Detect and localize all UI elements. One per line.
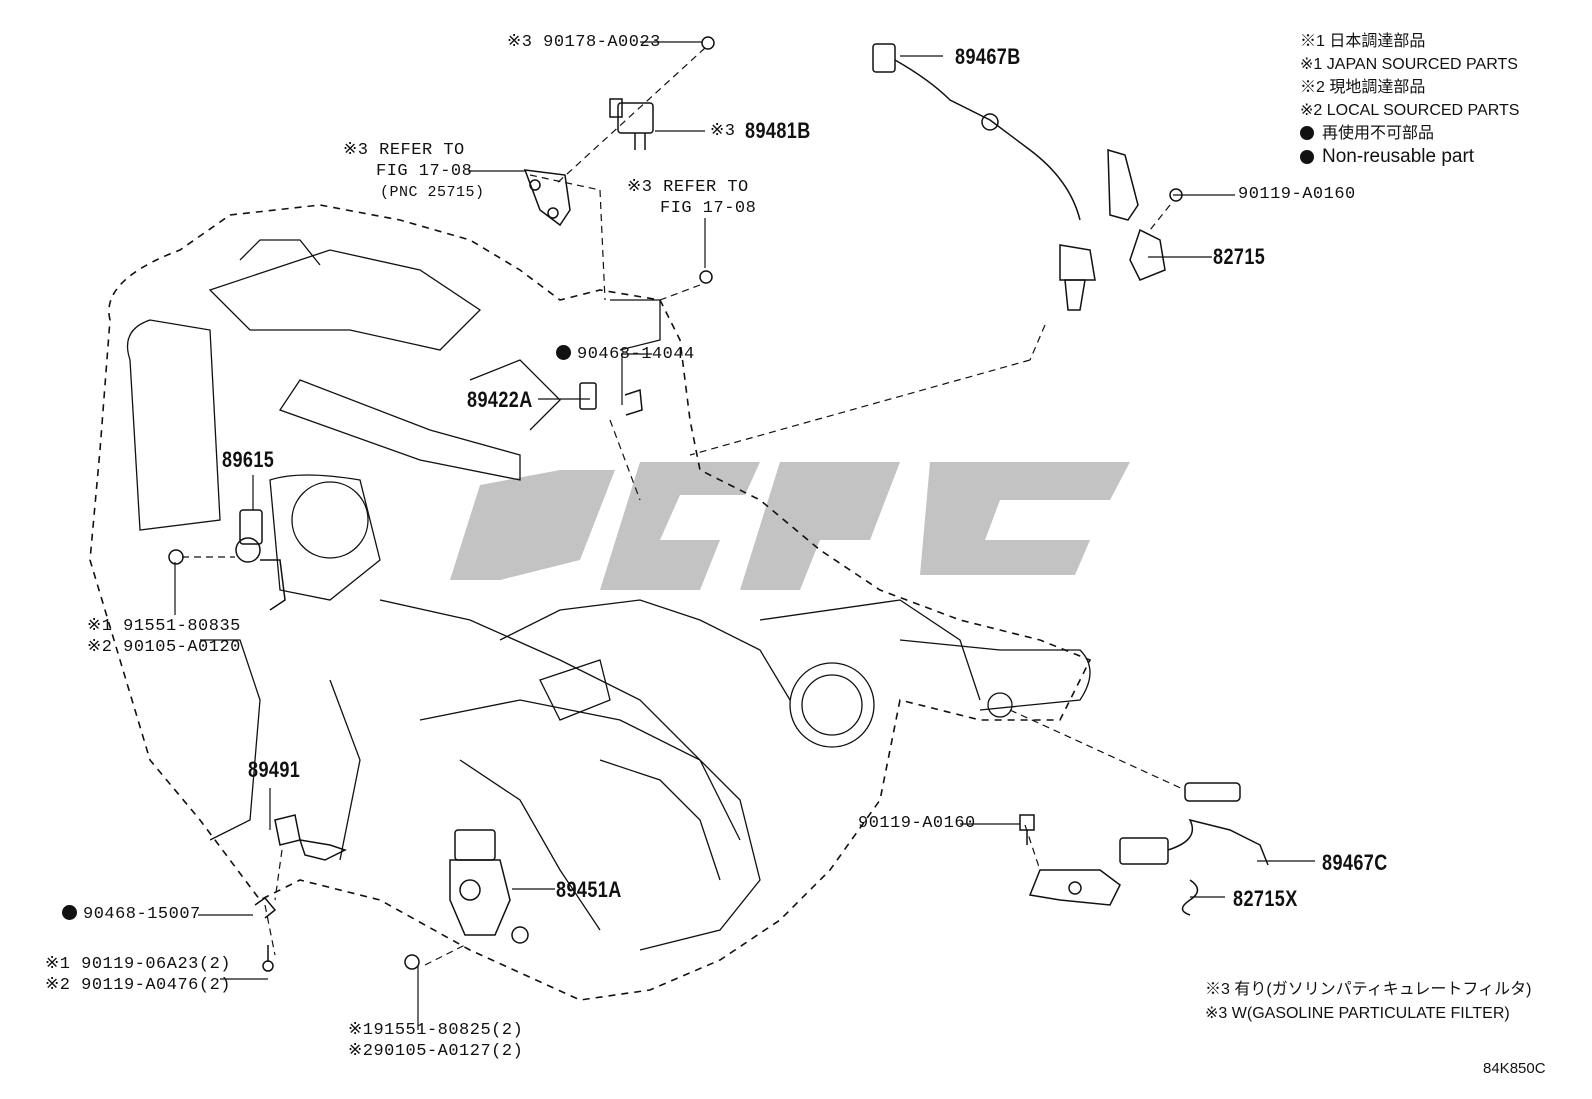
diagram-code: 84K850C	[1483, 1060, 1546, 1077]
label-89615[interactable]: 89615	[222, 447, 275, 472]
label-89491[interactable]: 89491	[248, 757, 301, 782]
part-90468-15007-clip	[254, 896, 277, 919]
label-82715x[interactable]: 82715X	[1233, 886, 1298, 911]
label-90119-a0476[interactable]: ※2 90119-A0476(2)	[45, 976, 231, 995]
label-91551-80835[interactable]: ※1 91551-80835	[87, 617, 241, 636]
part-nut-ref	[699, 270, 713, 284]
label-90105-a0120[interactable]: ※2 90105-A0120	[87, 638, 241, 657]
part-bracket-top	[523, 169, 571, 227]
part-bolt-90178	[701, 36, 715, 50]
legend-item: ※2 LOCAL SOURCED PARTS	[1300, 102, 1520, 119]
label-90105-a0127[interactable]: ※290105-A0127(2)	[348, 1042, 524, 1061]
label-89451a[interactable]: 89451A	[556, 877, 622, 902]
part-89467c-sensor	[1119, 782, 1269, 866]
non-reusable-dot-icon	[62, 905, 77, 920]
label-90119-06a23[interactable]: ※1 90119-06A23(2)	[45, 955, 231, 974]
part-89467b-sensor	[872, 43, 1096, 311]
label-89467b[interactable]: 89467B	[955, 44, 1021, 69]
non-reusable-dot-icon	[556, 345, 571, 360]
engine-block	[89, 204, 1092, 1001]
legend-item: ※2 現地調達部品	[1300, 79, 1426, 96]
label-90468-15007[interactable]: 90468-15007	[62, 905, 201, 925]
label-refer-to-1: ※3 REFER TO	[343, 141, 465, 160]
part-89481b-sensor	[609, 98, 654, 150]
part-90119-mid-bolt	[1019, 814, 1035, 845]
label-fig-17-08-2[interactable]: FIG 17-08	[660, 199, 757, 218]
label-90119-a0160-top[interactable]: 90119-A0160	[1238, 185, 1356, 204]
legend-item: 再使用不可部品	[1300, 122, 1519, 145]
watermark-logo	[450, 462, 1130, 590]
label-89481b[interactable]: 89481B	[745, 118, 811, 143]
legend-item: ※1 JAPAN SOURCED PARTS	[1300, 56, 1518, 73]
part-89615-sensor	[168, 509, 286, 611]
label-89422a[interactable]: 89422A	[467, 387, 533, 412]
label-refer-to-2: ※3 REFER TO	[627, 178, 749, 197]
label-89481b-marker: ※3	[710, 122, 736, 141]
label-pnc-25715: (PNC 25715)	[380, 184, 485, 201]
part-82715x-bracket	[1028, 869, 1199, 916]
label-89467c[interactable]: 89467C	[1322, 850, 1388, 875]
part-82715-bracket	[1107, 148, 1183, 281]
label-90119-a0160-mid[interactable]: 90119-A0160	[858, 814, 976, 833]
engine-details	[126, 239, 1091, 951]
footnote: ※3 有り(ガソリンパティキュレートフィルタ) ※3 W(GASOLINE PA…	[1205, 978, 1531, 1026]
part-89451a-switch	[404, 829, 529, 970]
non-reusable-dot-icon	[1300, 126, 1314, 140]
label-90178-a0023[interactable]: ※3 90178-A0023	[507, 33, 661, 52]
part-89491-sensor	[262, 814, 347, 972]
legend-item: Non-reusable part	[1300, 145, 1519, 168]
leader-lines	[174, 41, 1315, 1030]
dashed-lines	[182, 47, 1186, 966]
label-82715[interactable]: 82715	[1213, 244, 1266, 269]
footnote-line: ※3 W(GASOLINE PARTICULATE FILTER)	[1205, 1005, 1510, 1022]
legend: ※1 日本調達部品 ※1 JAPAN SOURCED PARTS ※2 現地調達…	[1300, 30, 1519, 168]
label-90468-14044[interactable]: 90468-14044	[556, 345, 695, 365]
part-89422a-sensor	[579, 382, 643, 416]
legend-item: ※1 日本調達部品	[1300, 33, 1426, 50]
label-fig-17-08-1[interactable]: FIG 17-08	[376, 162, 473, 181]
footnote-line: ※3 有り(ガソリンパティキュレートフィルタ)	[1205, 981, 1532, 998]
label-91551-80825[interactable]: ※191551-80825(2)	[348, 1021, 524, 1040]
non-reusable-dot-icon	[1300, 150, 1314, 164]
